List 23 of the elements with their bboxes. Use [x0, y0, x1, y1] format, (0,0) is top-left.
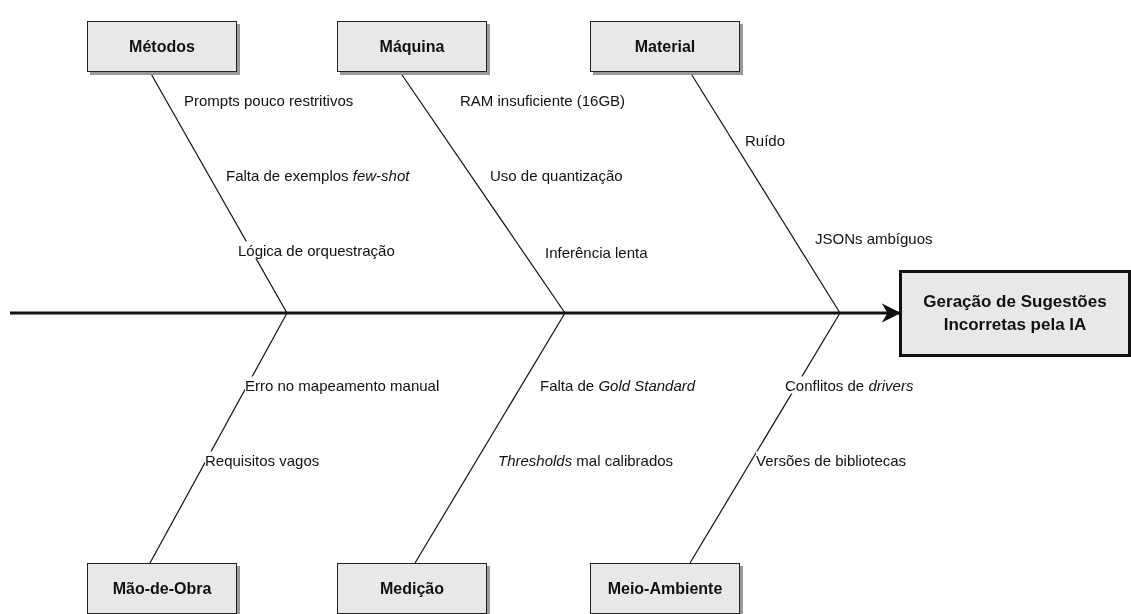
category-label: Meio-Ambiente	[607, 579, 723, 598]
category-box	[87, 21, 237, 72]
cause-label: Conflitos de drivers	[785, 376, 914, 394]
cause-label: Lógica de orquestração	[238, 241, 395, 259]
effect-title: Geração de Sugestões Incorretas pela IA	[922, 291, 1108, 336]
category-label: Mão-de-Obra	[112, 579, 212, 598]
category-box	[590, 563, 740, 614]
spine-arrow	[10, 303, 901, 323]
category-label: Medição	[380, 579, 444, 598]
bone-line	[149, 312, 288, 564]
category-box	[87, 563, 237, 614]
cause-label: Erro no mapeamento manual	[245, 376, 440, 394]
category-box	[337, 563, 487, 614]
category-label: Material	[634, 37, 696, 56]
category-label: Máquina	[379, 37, 445, 56]
category-box	[590, 21, 740, 72]
bone-line	[414, 312, 566, 564]
effect-box	[899, 270, 1131, 357]
category-label: Métodos	[129, 37, 195, 56]
bone-line	[689, 312, 841, 564]
cause-label: Versões de bibliotecas	[756, 451, 907, 469]
category-box	[337, 21, 487, 72]
cause-label: Requisitos vagos	[205, 451, 320, 469]
